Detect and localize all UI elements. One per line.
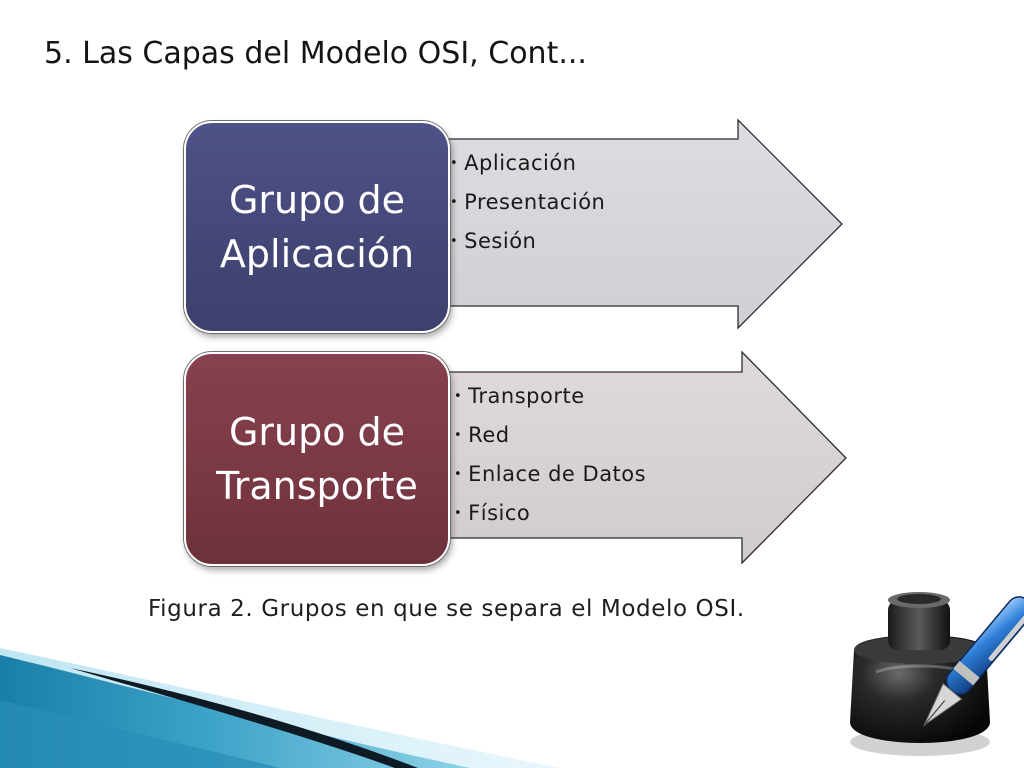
list-item: •Sesión: [450, 229, 537, 253]
group-2-arrow: [399, 350, 847, 565]
slide-title: 5. Las Capas del Modelo OSI, Cont...: [44, 36, 587, 71]
list-item: •Enlace de Datos: [454, 462, 647, 486]
list-item: •Presentación: [450, 190, 606, 214]
list-item: •Físico: [454, 501, 531, 525]
figure-caption: Figura 2. Grupos en que se separa el Mod…: [148, 596, 745, 622]
group-1-title-line2: Aplicación: [219, 232, 415, 276]
group-1-layer-list: •Aplicación •Presentación •Sesión: [450, 148, 605, 265]
group-transporte-box: Grupo de Transporte: [184, 352, 450, 566]
group-2-title-line2: Transporte: [216, 464, 418, 508]
group-1-title-line1: Grupo de: [228, 178, 406, 222]
ink-bottle-and-pen-icon: [850, 592, 1024, 756]
group-1-arrow: [399, 118, 843, 330]
group-aplicacion-box: Grupo de Aplicación: [184, 121, 450, 333]
list-item: •Aplicación: [450, 151, 577, 175]
list-item: •Red: [454, 423, 510, 447]
list-item: •Transporte: [454, 384, 585, 408]
group-2-layer-list: •Transporte •Red •Enlace de Datos •Físic…: [454, 381, 646, 537]
group-2-title-line1: Grupo de: [228, 410, 406, 454]
